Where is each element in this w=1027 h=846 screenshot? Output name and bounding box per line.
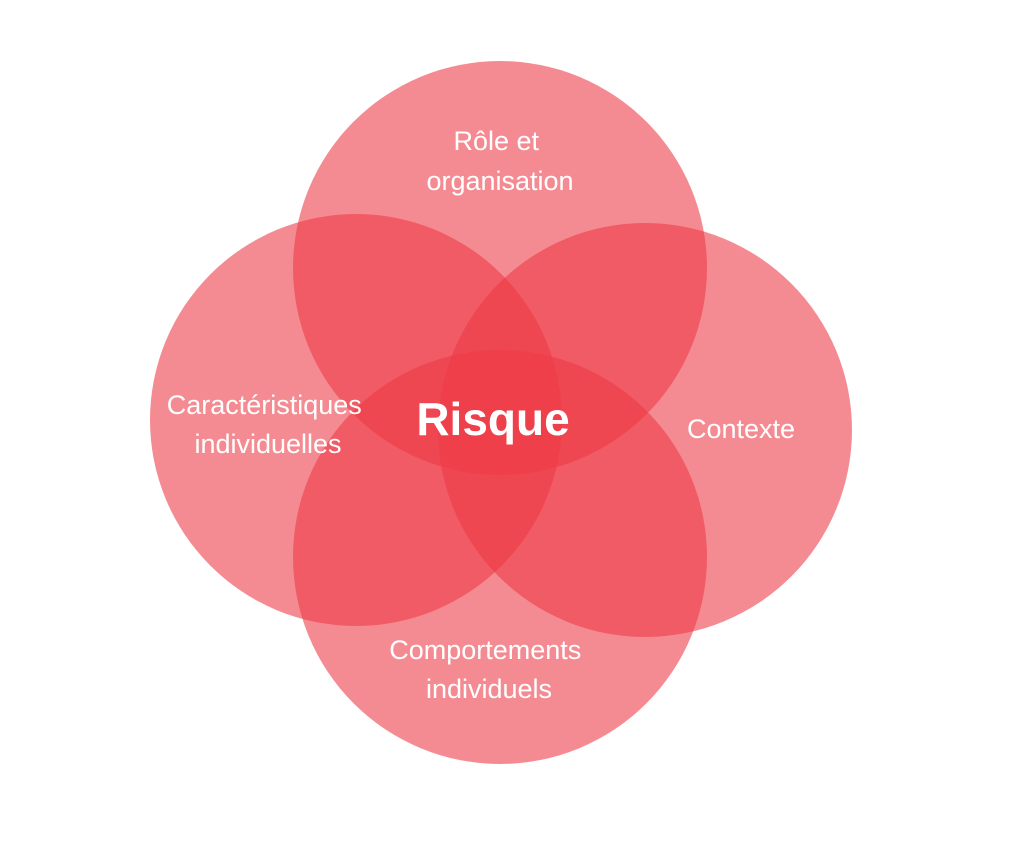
center-label-risque: Risque — [416, 393, 569, 445]
label-bottom-line1: Comportements — [389, 635, 581, 665]
label-left-line2: individuelles — [194, 429, 341, 459]
circles — [150, 61, 852, 764]
label-top: Rôle et organisation — [426, 126, 573, 196]
label-right: Contexte — [687, 414, 795, 444]
label-left: Caractéristiques individuelles — [167, 390, 370, 459]
label-bottom: Comportements individuels — [389, 635, 589, 704]
label-left-line1: Caractéristiques — [167, 390, 362, 420]
label-bottom-line2: individuels — [426, 674, 552, 704]
circle-comportements-individuels — [293, 350, 707, 764]
label-right-line1: Contexte — [687, 414, 795, 444]
label-top-line1: Rôle et — [453, 126, 539, 156]
label-top-line2: organisation — [426, 166, 573, 196]
